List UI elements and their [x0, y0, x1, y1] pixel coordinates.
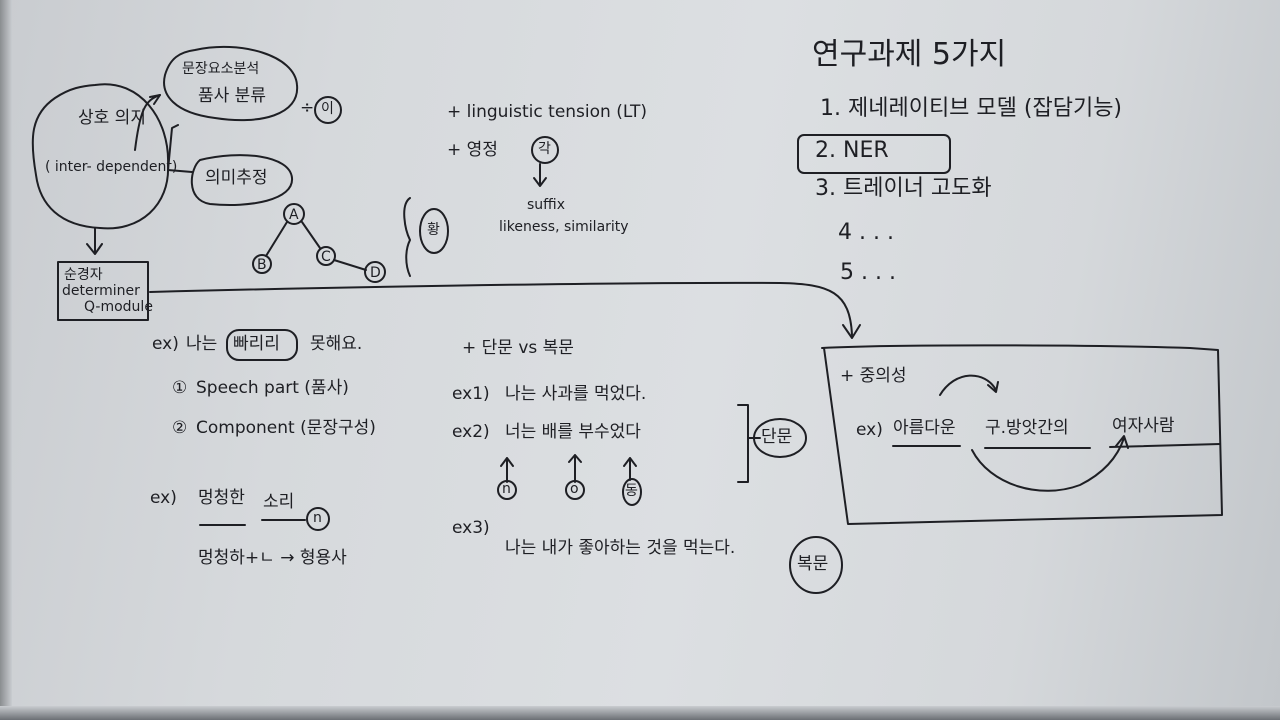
circled-n-label: n [313, 510, 322, 526]
suffix-label: suffix [527, 197, 565, 213]
mark-2: o [570, 481, 579, 497]
ex3-sentence: 나는 내가 좋아하는 것을 먹는다. [505, 538, 736, 558]
research-task-4: 4 . . . [838, 220, 894, 245]
underline-phrase [199, 519, 306, 526]
example2-derivation: 멍청하+ㄴ → 형용사 [198, 548, 347, 568]
mark-circle-2 [565, 480, 585, 500]
research-task-2: 2. NER [815, 138, 889, 163]
ambiguity-word-c: 여자사람 [1112, 416, 1175, 436]
example1-boxed-word: 빠리리 [233, 334, 280, 354]
branch1-outline [163, 46, 299, 122]
whiteboard-frame-bottom [0, 706, 1280, 720]
circle-gak [531, 136, 559, 164]
circled-gak-label: 각 [538, 141, 551, 157]
example2-label: ex) [150, 488, 177, 508]
long-arrow-head [842, 324, 861, 339]
center-node-outline [31, 83, 170, 230]
circle-hwang [419, 208, 449, 254]
ner-highlight-box [797, 134, 951, 174]
linguistic-tension-line: + linguistic tension (LT) [447, 102, 647, 122]
branch2-label: 의미추정 [205, 168, 268, 188]
circle-n [306, 507, 330, 531]
mark-circle-3 [622, 478, 642, 506]
mark-circle-1 [497, 480, 517, 500]
example1-item2: Component (문장구성) [196, 418, 376, 438]
example1-item2-num: ② [172, 418, 188, 438]
tree-node-b: B [257, 257, 267, 273]
research-task-1: 1. 제네레이티브 모델 (잡담기능) [820, 96, 1123, 121]
likeness-label: likeness, similarity [499, 219, 629, 235]
center-node-sublabel: ( inter- dependent) [45, 159, 178, 175]
example1-label: ex) [152, 334, 179, 354]
branch1-suffix: ÷ [300, 98, 315, 118]
circled-hwang-label: 황 [427, 222, 440, 238]
circle-danmun [753, 418, 807, 458]
ex2-sentence: 너는 배를 부수었다 [505, 422, 641, 442]
example1-word-a: 나는 [186, 334, 218, 354]
example2-phrase-b: 소리 [263, 492, 295, 512]
circled-bokmun-label: 복문 [797, 554, 829, 574]
boxed-word-outline [226, 329, 298, 361]
circled-i-label: 이 [321, 101, 334, 117]
tree-node-c: C [321, 249, 331, 265]
ex2-arrows [500, 454, 637, 483]
tree-node-a-circle [283, 203, 305, 225]
research-task-5: 5 . . . [840, 260, 896, 285]
ambiguity-arrow-short [939, 374, 999, 396]
tree-node-b-circle [252, 254, 272, 274]
tree-node-a: A [289, 207, 299, 223]
module-line-1: 순경자 [64, 267, 103, 283]
branch1-bottom-label: 품사 분류 [198, 86, 266, 106]
ambiguity-word-b: 구.방앗간의 [985, 418, 1069, 438]
module-line-3: Q-module [84, 299, 153, 315]
connector-down-arrowhead [86, 243, 103, 255]
long-arrow [149, 281, 853, 336]
whiteboard-frame-left [0, 0, 12, 720]
ambiguity-arrow-long [971, 435, 1129, 492]
tree-node-d: D [370, 265, 381, 281]
yeongjeong-line: + 영정 [447, 140, 498, 160]
example1-item1: Speech part (품사) [196, 378, 349, 398]
ambiguity-underlines [892, 443, 1221, 449]
ex3-label: ex3) [452, 518, 490, 538]
hwang-bracket [403, 197, 411, 277]
circle-bokmun [789, 536, 843, 594]
danmun-vs-bokmun-title: + 단문 vs 복문 [462, 338, 574, 358]
ambiguity-box [821, 344, 1223, 525]
example1-word-b: 못해요. [310, 334, 363, 354]
branch2-outline [190, 154, 294, 206]
module-line-2: determiner [62, 283, 140, 299]
tree-edges [265, 221, 367, 271]
tree-node-c-circle [316, 246, 336, 266]
ambiguity-word-a: 아름다운 [893, 418, 956, 438]
mark-3: 동 [625, 483, 638, 499]
center-node-label: 상호 의지 [78, 108, 146, 128]
circle-i [314, 96, 342, 124]
research-tasks-title: 연구과제 5가지 [812, 37, 1007, 72]
tree-node-d-circle [364, 261, 386, 283]
ex2-label: ex2) [452, 422, 490, 442]
example1-item1-num: ① [172, 378, 188, 398]
research-task-3: 3. 트레이너 고도화 [815, 176, 992, 201]
ambiguity-ex-label: ex) [856, 420, 883, 440]
danmun-bracket [737, 404, 749, 483]
example2-phrase-a: 멍청한 [198, 488, 245, 508]
branch1-top-label: 문장요소분석 [182, 61, 260, 77]
ex1-sentence: 나는 사과를 먹었다. [505, 384, 647, 404]
circled-danmun-label: 단문 [761, 427, 793, 447]
gak-arrow [533, 163, 547, 187]
module-box [57, 261, 149, 321]
ex1-label: ex1) [452, 384, 490, 404]
ambiguity-title: + 중의성 [840, 366, 907, 386]
mark-1: n [502, 481, 511, 497]
connector-up-arrowhead [149, 94, 161, 105]
connector-bracket [167, 124, 193, 173]
